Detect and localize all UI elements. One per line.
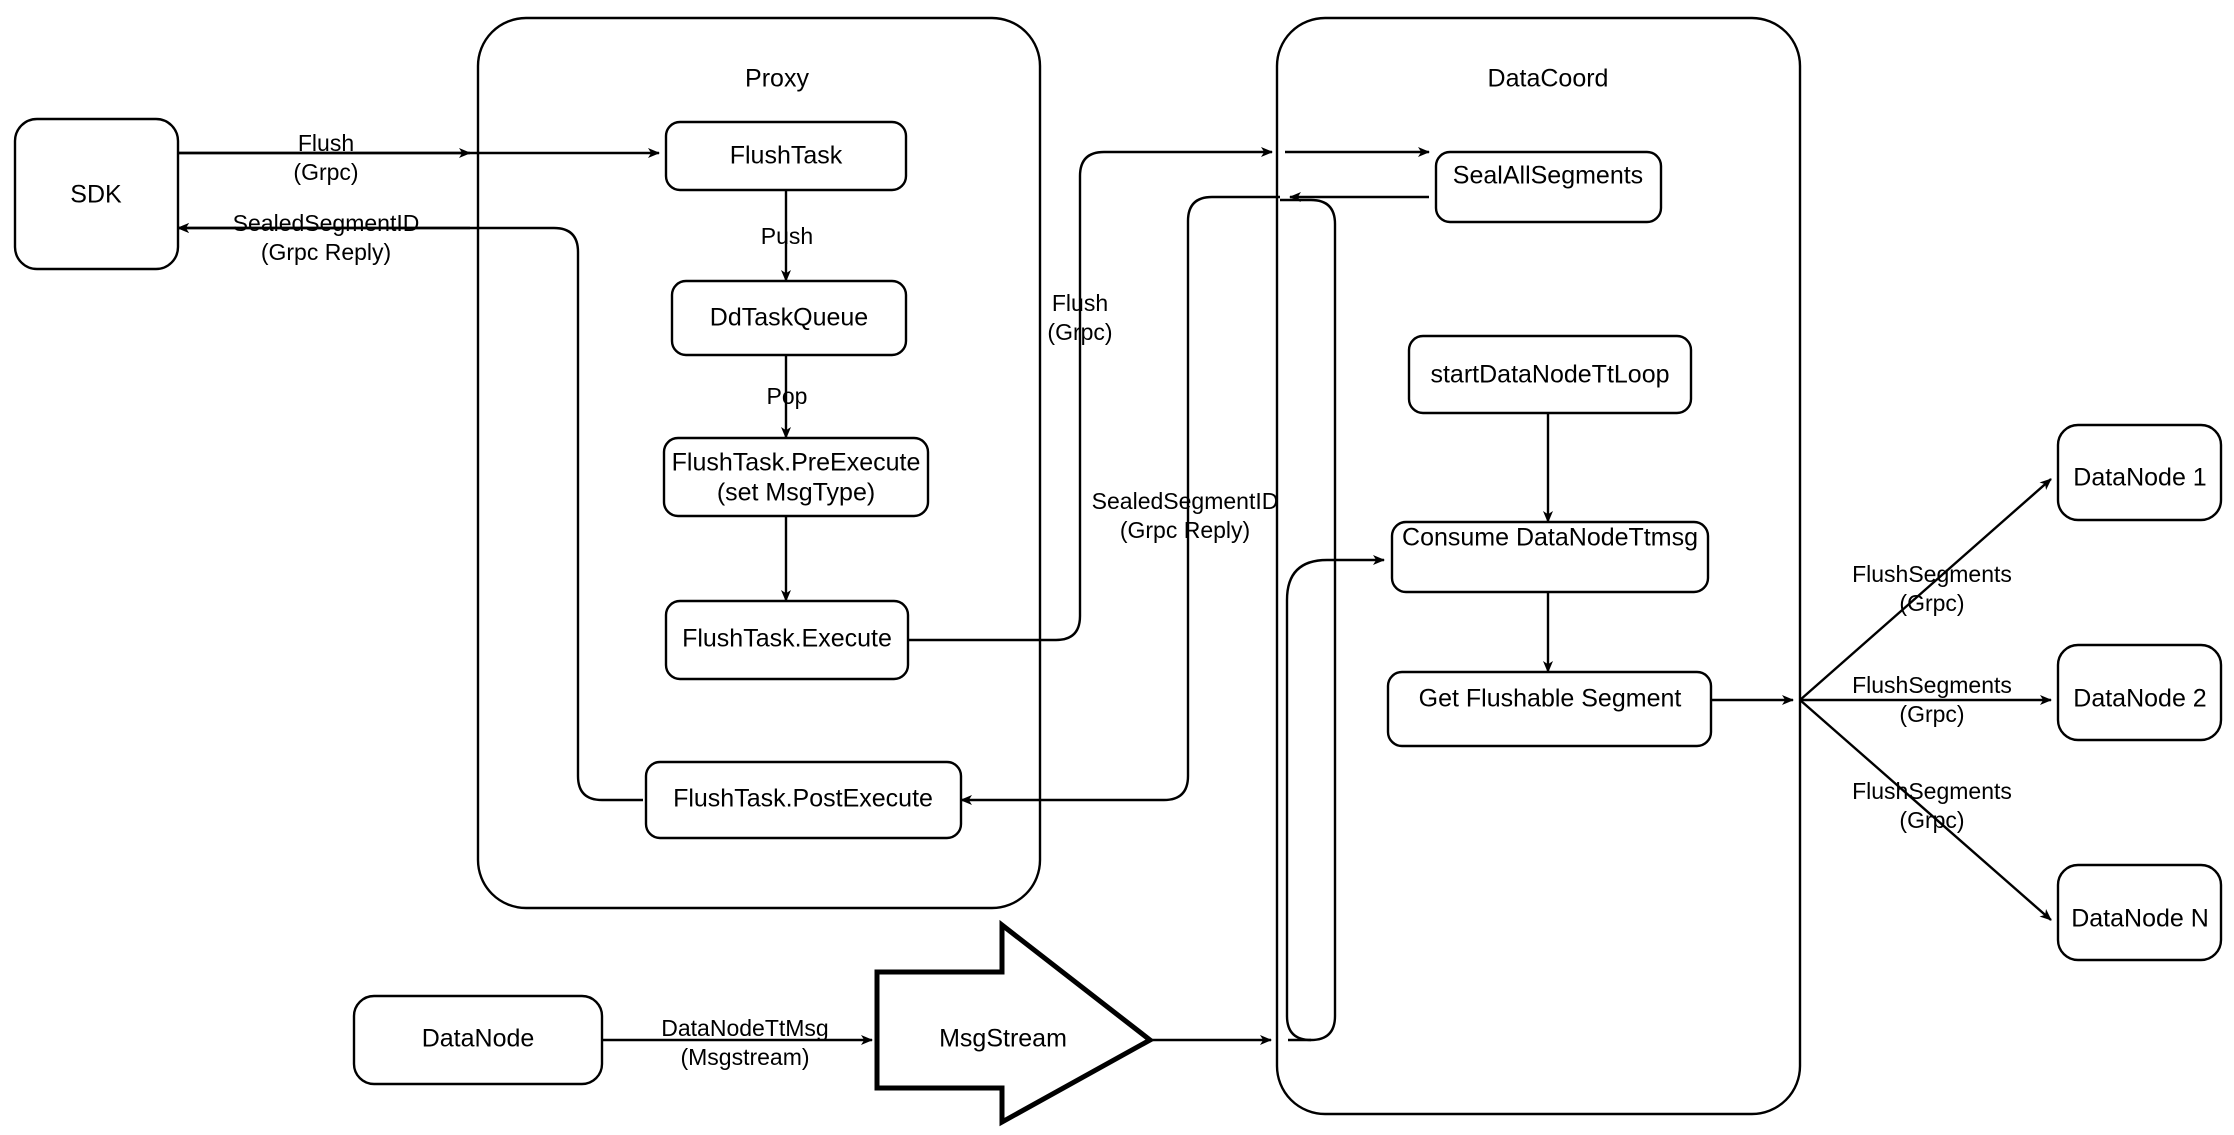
node-msgstream[interactable]: MsgStream [874, 919, 1155, 1127]
node-datanode-n[interactable]: DataNode N [2056, 863, 2223, 962]
startdatanodettloop-box[interactable] [1407, 334, 1693, 415]
ddtaskqueue-label: DdTaskQueue [710, 304, 868, 332]
datanode-1-label: DataNode 1 [2073, 464, 2206, 492]
flushtask-label: FlushTask [730, 142, 843, 170]
sdk-label: SDK [70, 181, 122, 209]
proxy-label: Proxy [745, 65, 809, 93]
node-ddtaskqueue[interactable]: DdTaskQueue [670, 279, 908, 357]
get-flushable-segment-label: Get Flushable Segment [1419, 685, 1682, 713]
datanode-n-label: DataNode N [2071, 905, 2209, 933]
preexecute-box[interactable] [662, 436, 930, 518]
node-preexecute[interactable]: FlushTask.PreExecute (set MsgType) [662, 436, 930, 518]
edge-label-flushsegments1-line2: (Grpc) [1899, 590, 1964, 616]
datanode-source-box[interactable] [352, 994, 604, 1086]
node-startdatanodettloop[interactable]: startDataNodeTtLoop [1407, 334, 1693, 415]
node-datanode-2[interactable]: DataNode 2 [2056, 643, 2223, 742]
node-sdk[interactable]: SDK [13, 117, 180, 271]
edge-label-flushsegments2-line1: FlushSegments [1852, 672, 2012, 698]
edge-label-flushsegmentsn-line1: FlushSegments [1852, 778, 2012, 804]
msgstream-arrow-shape[interactable] [874, 919, 1155, 1127]
node-postexecute[interactable]: FlushTask.PostExecute [644, 760, 963, 840]
edge-datacoord-to-postexecute [960, 195, 1280, 805]
datanode-n-box[interactable] [2056, 863, 2223, 962]
execute-label: FlushTask.Execute [682, 625, 892, 653]
edge-fanout-to-datanoden [1799, 699, 2052, 921]
edge-label-sealedsegmentid-dc-line1: SealedSegmentID [1092, 488, 1279, 514]
node-sealallsegments[interactable]: SealAllSegments [1434, 150, 1663, 224]
datacoord-container [1275, 16, 1802, 1116]
edge-label-push: Push [761, 223, 813, 249]
edge-label-pop: Pop [767, 383, 808, 409]
group-proxy: Proxy [476, 16, 1042, 910]
datanode-2-label: DataNode 2 [2073, 685, 2206, 713]
get-flushable-segment-box[interactable] [1386, 670, 1713, 748]
datanode-2-box[interactable] [2056, 643, 2223, 742]
sdk-box[interactable] [13, 117, 180, 271]
preexecute-label-line2: (set MsgType) [717, 479, 875, 507]
datanode-1-box[interactable] [2056, 423, 2223, 522]
flushtask-box[interactable] [664, 120, 908, 192]
edge-label-sealedsegmentid-reply-line1: SealedSegmentID [233, 210, 420, 236]
node-consume-datanodettmsg[interactable]: Consume DataNodeTtmsg [1390, 520, 1710, 594]
edge-datacoord-left-rail [1280, 198, 1337, 1042]
edge-label-flushsegmentsn-line2: (Grpc) [1899, 807, 1964, 833]
postexecute-box[interactable] [644, 760, 963, 840]
postexecute-label: FlushTask.PostExecute [673, 785, 933, 813]
edge-label-flush-grpc-line1: Flush [298, 130, 354, 156]
group-datacoord: DataCoord [1275, 16, 1802, 1116]
edge-label-sealedsegmentid-reply-line2: (Grpc Reply) [261, 239, 391, 265]
edge-execute-to-datacoord [908, 147, 1273, 642]
execute-box[interactable] [664, 599, 910, 681]
startdatanodettloop-label: startDataNodeTtLoop [1430, 361, 1669, 389]
edge-label-flushsegments1-line1: FlushSegments [1852, 561, 2012, 587]
edge-stream-to-consume [1285, 555, 1385, 1042]
consume-datanodettmsg-label: Consume DataNodeTtmsg [1402, 524, 1698, 552]
sealallsegments-box[interactable] [1434, 150, 1663, 224]
node-execute[interactable]: FlushTask.Execute [664, 599, 910, 681]
edge-label-flush-grpc-dc-line1: Flush [1052, 290, 1108, 316]
edge-postexecute-to-sdk [177, 223, 643, 802]
node-datanode-1[interactable]: DataNode 1 [2056, 423, 2223, 522]
edge-label-datanodettmsg-line1: DataNodeTtMsg [661, 1015, 828, 1041]
proxy-container [476, 16, 1042, 910]
sealallsegments-label: SealAllSegments [1453, 162, 1643, 190]
edge-label-flush-grpc-dc-line2: (Grpc) [1047, 319, 1112, 345]
ddtaskqueue-box[interactable] [670, 279, 908, 357]
datanode-source-label: DataNode [422, 1025, 535, 1053]
datacoord-label: DataCoord [1488, 65, 1609, 93]
edge-label-flushsegments2-line2: (Grpc) [1899, 701, 1964, 727]
consume-datanodettmsg-box[interactable] [1390, 520, 1710, 594]
node-flushtask[interactable]: FlushTask [664, 120, 908, 192]
edge-label-flush-grpc-line2: (Grpc) [293, 159, 358, 185]
node-get-flushable-segment[interactable]: Get Flushable Segment [1386, 670, 1713, 748]
msgstream-label: MsgStream [939, 1025, 1067, 1053]
preexecute-label-line1: FlushTask.PreExecute [672, 449, 921, 477]
edge-label-sealedsegmentid-dc-line2: (Grpc Reply) [1120, 517, 1250, 543]
node-datanode-source[interactable]: DataNode [352, 994, 604, 1086]
edge-fanout-to-datanode1 [1799, 478, 2052, 701]
edge-label-datanodettmsg-line2: (Msgstream) [680, 1044, 809, 1070]
